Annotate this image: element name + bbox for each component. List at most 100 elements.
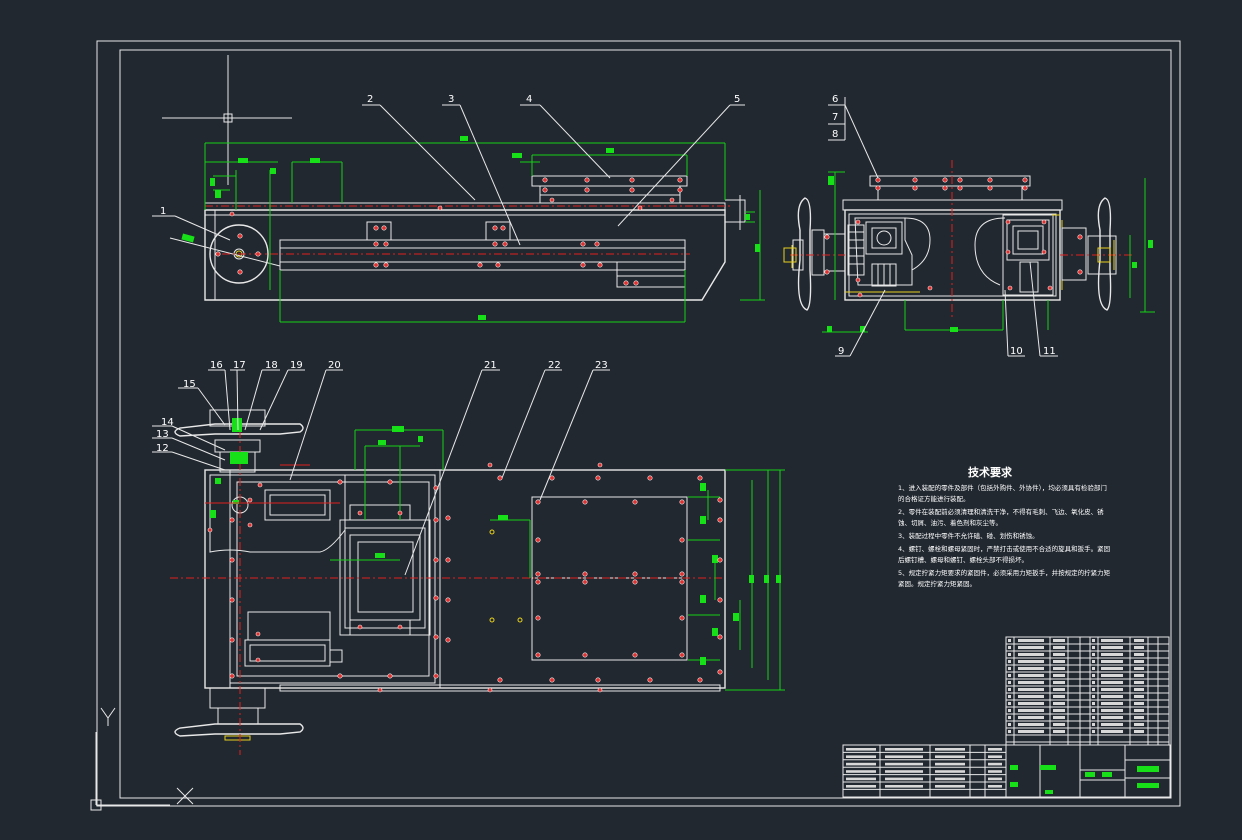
table-cell-text xyxy=(988,755,1002,758)
table-cell-text xyxy=(1053,681,1065,684)
table-cell-text xyxy=(1092,730,1095,733)
table-cell-text xyxy=(1092,674,1095,677)
tech-req-line-2: 的合格证方能进行装配。 xyxy=(898,494,970,503)
part-label-6: 6 xyxy=(832,94,838,105)
ucs-icon xyxy=(90,707,194,811)
table-cell-text xyxy=(1134,730,1144,733)
outer-border xyxy=(96,40,1181,807)
part-label-1: 1 xyxy=(160,206,166,217)
table-cell-text xyxy=(1101,695,1123,698)
top-view-bolts xyxy=(207,462,723,693)
part-label-21: 21 xyxy=(484,360,497,371)
table-cell-text xyxy=(1018,730,1044,733)
table-cell-text xyxy=(885,777,923,781)
table-cell-text xyxy=(1101,716,1123,719)
table-cell-text xyxy=(1092,716,1095,719)
table-cell-text xyxy=(1134,688,1144,691)
table-cell-text xyxy=(1092,695,1095,698)
table-cell-text xyxy=(1134,660,1144,663)
table-cell-text xyxy=(1101,646,1123,649)
table-cell-text xyxy=(935,785,965,788)
table-cell-text xyxy=(1018,695,1044,698)
part-label-3: 3 xyxy=(448,94,454,105)
table-cell-text xyxy=(1018,667,1044,670)
table-cell-text xyxy=(1092,667,1095,670)
table-cell-text xyxy=(1008,639,1011,642)
table-cell-text xyxy=(1053,646,1065,649)
table-cell-text xyxy=(1008,730,1011,733)
table-cell-text xyxy=(1092,681,1095,684)
table-cell-text xyxy=(885,785,923,788)
table-cell-text xyxy=(1018,674,1044,677)
table-cell-text xyxy=(1053,639,1065,642)
table-cell-text xyxy=(1092,660,1095,663)
part-label-20: 20 xyxy=(328,360,341,371)
part-label-2: 2 xyxy=(367,94,373,105)
table-cell-text xyxy=(846,770,876,773)
table-cell-text xyxy=(885,755,923,758)
part-label-23: 23 xyxy=(595,360,608,371)
table-cell-text xyxy=(885,762,923,766)
table-cell-text xyxy=(1018,688,1044,691)
table-cell-text xyxy=(1053,667,1065,670)
front-view xyxy=(162,55,765,323)
part-label-5: 5 xyxy=(734,94,740,105)
table-cell-text xyxy=(1134,674,1144,677)
part-label-11: 11 xyxy=(1043,346,1056,357)
front-view-bolts xyxy=(215,177,683,286)
table-cell-text xyxy=(1018,709,1044,712)
table-cell-text xyxy=(1008,688,1011,691)
part-label-15: 15 xyxy=(183,379,196,390)
table-cell-text xyxy=(1053,730,1065,733)
part-labels: 1 2 3 4 5 6 7 8 9 10 11 12 13 14 15 16 1… xyxy=(156,94,1056,454)
table-cell-text xyxy=(988,762,1002,766)
tech-req-line-9: 紧固。规定拧紧力矩紧固。 xyxy=(898,579,976,588)
part-label-22: 22 xyxy=(548,360,561,371)
table-cell-text xyxy=(846,748,876,751)
table-cell-text xyxy=(1008,716,1011,719)
parts-list-table xyxy=(1005,636,1170,746)
table-cell-text xyxy=(988,748,1002,751)
table-cell-text xyxy=(1101,667,1123,670)
title-block xyxy=(842,744,1171,798)
table-cell-text xyxy=(1134,716,1144,719)
top-view xyxy=(170,409,785,755)
table-cell-text xyxy=(1092,646,1095,649)
table-cell-text xyxy=(1008,681,1011,684)
table-cell-text xyxy=(1101,674,1123,677)
table-cell-text xyxy=(1101,709,1123,712)
table-cell-text xyxy=(988,777,1002,781)
table-cell-text xyxy=(1008,660,1011,663)
table-cell-text xyxy=(1101,639,1123,642)
tech-req-line-8: 5、规定拧紧力矩要求的紧固件，必须采用力矩扳手，并按规定的拧紧力矩 xyxy=(898,568,1111,577)
table-cell-text xyxy=(1101,681,1123,684)
part-label-9: 9 xyxy=(838,346,844,357)
table-cell-text xyxy=(1008,646,1011,649)
table-cell-text xyxy=(1053,709,1065,712)
part-label-8: 8 xyxy=(832,129,838,140)
table-cell-text xyxy=(935,777,965,781)
tech-req-title: 技术要求 xyxy=(968,465,1013,479)
table-cell-text xyxy=(935,762,965,766)
table-cell-text xyxy=(1101,653,1123,656)
table-cell-text xyxy=(1134,667,1144,670)
part-label-13: 13 xyxy=(156,429,169,440)
tech-req-line-3: 2、零件在装配前必须清理和清洗干净，不得有毛刺、飞边、氧化皮、锈 xyxy=(898,507,1104,516)
table-cell-text xyxy=(1008,702,1011,705)
table-cell-text xyxy=(885,770,923,773)
side-view xyxy=(783,160,1155,333)
inner-border xyxy=(119,49,1172,799)
side-view-bolts xyxy=(824,177,1083,298)
tech-req-line-7: 后螺钉槽、螺母和螺钉、螺栓头部不得损坏。 xyxy=(898,555,1028,564)
part-label-14: 14 xyxy=(161,417,174,428)
table-cell-text xyxy=(846,785,876,788)
table-cell-text xyxy=(1134,653,1144,656)
table-cell-text xyxy=(1018,660,1044,663)
table-cell-text xyxy=(1018,646,1044,649)
table-cell-text xyxy=(935,748,965,751)
table-cell-text xyxy=(1101,660,1123,663)
table-cell-text xyxy=(1053,723,1065,726)
table-cell-text xyxy=(1134,709,1144,712)
table-cell-text xyxy=(1008,709,1011,712)
